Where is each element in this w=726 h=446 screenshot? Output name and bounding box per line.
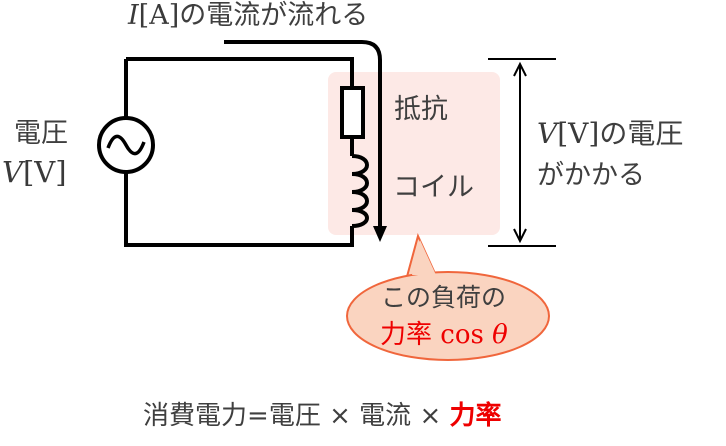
current-arrow-icon [224,40,387,242]
current-label: I[A]の電流が流れる [128,0,369,31]
callout-line2: 力率 cos θ [380,320,508,350]
voltage-label-line2: がかかる [537,160,645,191]
source-label-title: 電圧 [14,118,68,149]
coil-icon [351,154,369,228]
ac-source-icon [97,116,155,174]
voltage-label-line1: V[V]の電圧 [537,117,684,150]
callout-line1: この負荷の [381,283,507,312]
coil-label: コイル [393,172,474,203]
load-highlight-box [328,72,500,235]
circuit-wire [124,57,354,247]
resistor-label: 抵抗 [394,94,448,125]
source-label-symbol: V[V] [2,155,67,189]
voltage-span-arrow-icon [488,58,556,247]
power-formula: 消費電力=電圧 × 電流 × 力率 [143,401,502,431]
resistor-icon [340,86,365,139]
callout-bubble [346,233,550,361]
